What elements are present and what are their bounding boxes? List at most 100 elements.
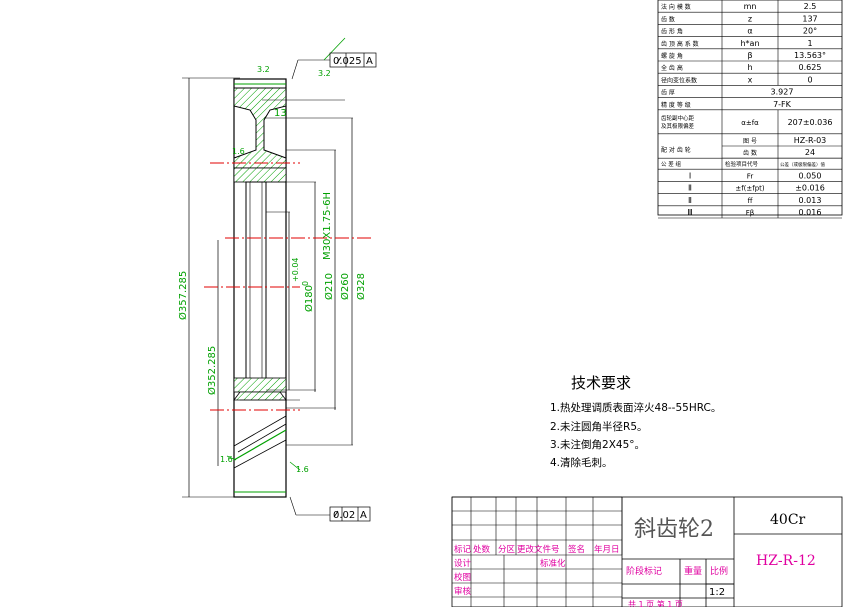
- check-group-0: Ⅰ: [689, 171, 691, 180]
- runout-frame-bottom: [329, 506, 371, 522]
- check-value-1: ±0.016: [795, 184, 825, 193]
- dim-width-13: 13: [274, 108, 287, 119]
- center-value: 207±0.036: [788, 118, 833, 127]
- dim-d357: Ø357.285: [177, 271, 189, 320]
- tech-item-4: 4.清除毛刺。: [550, 457, 613, 469]
- param-symbol-1: z: [748, 14, 752, 23]
- dim-tol-lo: 0: [301, 281, 310, 286]
- dim-tol-hi: +0.04: [291, 257, 300, 282]
- dim-d328: Ø328: [355, 273, 367, 300]
- dim-d210: Ø210: [323, 273, 335, 300]
- param-name-5: 全 齿 高: [661, 64, 683, 72]
- check-header-group: 公 差 组: [661, 160, 681, 168]
- param-name-3: 齿 顶 高 系 数: [661, 40, 699, 48]
- check-code-3: Fβ: [746, 209, 755, 217]
- tech-title: 技术要求: [571, 374, 632, 392]
- dim-bore: Ø180: [303, 285, 315, 312]
- dim-d352: Ø352.285: [206, 346, 218, 395]
- mating-value-0: HZ-R-03: [794, 136, 827, 145]
- tb-row-1: 校图: [454, 572, 471, 583]
- param-symbol-5: h: [747, 63, 752, 72]
- check-group-3: Ⅲ: [687, 208, 693, 217]
- param-name-6: 径向变位系数: [661, 76, 697, 84]
- tb-header-4: 签名: [568, 544, 585, 555]
- param-value-4: 13.563°: [794, 51, 826, 60]
- mating-label: 配 对 齿 轮: [661, 146, 691, 154]
- check-group-1: Ⅱ: [688, 184, 692, 193]
- title-block-grid: 标记处数分区更改文件号签名年月日设计校图审核 标准化: [451, 496, 623, 607]
- check-header-item: 检验项目代号: [725, 160, 759, 168]
- tech-item-2: 2.未注圆角半径R5。: [550, 421, 648, 433]
- rough-lower-right: 1.6: [296, 465, 309, 474]
- stage-label: 阶段标记: [626, 565, 662, 577]
- mating-value-1: 24: [805, 148, 815, 157]
- runout-datum-top: A: [366, 56, 373, 67]
- gear-section-view: [182, 37, 372, 516]
- tb-row-0: 设计: [454, 558, 472, 569]
- runout-frame-top: [329, 52, 377, 68]
- part-name: 斜齿轮2: [634, 517, 714, 542]
- param-symbol-3: h*an: [740, 39, 759, 48]
- check-code-2: ff: [748, 197, 753, 205]
- param-name-4: 螺 旋 角: [661, 52, 683, 60]
- parameter-table: [657, 0, 843, 216]
- tb-header-1: 处数: [473, 544, 491, 555]
- rough-top: 3.2: [257, 65, 270, 74]
- center-label-2: 及其极限偏差: [661, 122, 695, 130]
- parameter-rows: 法 向 模 数 mn 2.5 齿 数 z 137 齿 形 角 α 20° 齿 顶 高 系 数 h*a…: [658, 0, 842, 219]
- check-group-2: Ⅱ: [688, 196, 692, 205]
- param-name-7: 齿 厚: [661, 89, 675, 97]
- param-value-2: 20°: [803, 27, 817, 36]
- center-symbol: α±fα: [741, 119, 759, 127]
- runout-value-top: 0.025: [333, 56, 362, 67]
- check-code-0: Fr: [747, 172, 754, 180]
- weight-label: 重量: [684, 565, 702, 577]
- tech-item-3: 3.未注倒角2X45°。: [550, 439, 646, 451]
- dim-d260: Ø260: [339, 273, 351, 300]
- drawing-number: HZ-R-12: [756, 553, 816, 569]
- tech-item-1: 1.热处理调质表面淬火48--55HRC。: [550, 402, 722, 414]
- dimension-labels: Ø357.285 Ø352.285 M30X1.75-6H Ø180 +0.04…: [177, 65, 367, 474]
- tolerance-texts: 0.025 A 0.02 A: [333, 56, 373, 521]
- check-code-1: ±f(±fpt): [735, 185, 765, 193]
- rough-lower-left: 1.6: [220, 455, 233, 464]
- param-value-6: 0: [807, 75, 812, 84]
- param-symbol-4: β: [747, 51, 752, 60]
- runout-datum-bottom: A: [360, 510, 367, 521]
- mating-key-0: 图 号: [743, 138, 757, 145]
- dim-thread: M30X1.75-6H: [322, 192, 333, 260]
- ratio-label: 比例: [710, 565, 728, 577]
- check-value-2: 0.013: [799, 196, 822, 205]
- param-value-3: 1: [807, 39, 812, 48]
- title-block-texts: 斜齿轮2 40Cr HZ-R-12 1:2 阶段标记 重量 比例 共 1 页 第…: [626, 512, 816, 607]
- tb-header-5: 年月日: [594, 544, 620, 555]
- runout-value-bottom: 0.02: [333, 510, 355, 521]
- mating-key-1: 齿 数: [743, 149, 757, 157]
- param-value-0: 2.5: [804, 2, 817, 11]
- center-label-1: 齿轮副中心距: [661, 114, 695, 122]
- material: 40Cr: [770, 512, 806, 528]
- param-value-7: 3.927: [771, 88, 794, 97]
- param-name-0: 法 向 模 数: [661, 3, 691, 11]
- param-value-5: 0.625: [799, 63, 822, 72]
- param-symbol-2: α: [747, 27, 752, 36]
- param-value-8: 7-FK: [773, 100, 792, 109]
- tb-row-2: 审核: [454, 586, 472, 597]
- tb-header-0: 标记: [454, 544, 472, 555]
- param-value-1: 137: [802, 14, 817, 23]
- check-value-3: 0.016: [799, 208, 822, 217]
- tb-standard: 标准化: [540, 558, 566, 569]
- param-name-1: 齿 数: [661, 15, 675, 23]
- check-value-0: 0.050: [799, 171, 822, 180]
- param-symbol-0: mn: [744, 2, 757, 11]
- tb-header-2: 分区: [498, 545, 516, 555]
- rough-top-right: 3.2: [318, 69, 331, 78]
- check-header-value: 公差（或极限偏差）值: [780, 161, 825, 168]
- tb-header-3: 更改文件号: [517, 544, 560, 555]
- param-name-2: 齿 形 角: [661, 28, 683, 36]
- param-name-8: 精 度 等 级: [661, 101, 691, 109]
- scale-value: 1:2: [709, 587, 725, 598]
- param-symbol-6: x: [748, 75, 753, 84]
- rough-left: 1.6: [232, 147, 245, 156]
